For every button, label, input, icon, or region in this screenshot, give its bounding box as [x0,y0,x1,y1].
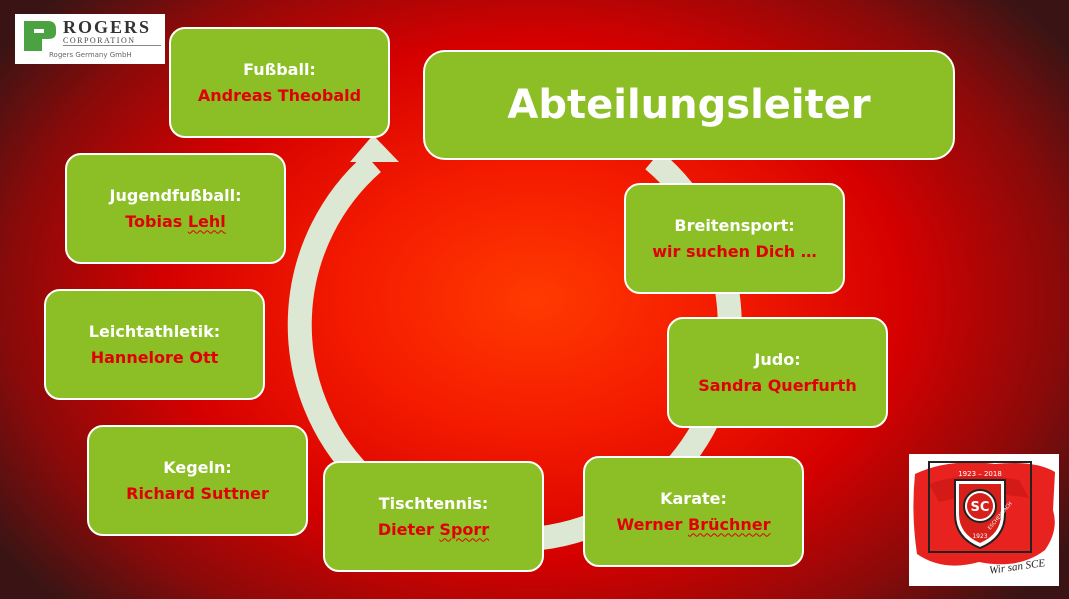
department-box-tischtennis: Tischtennis: Dieter Sporr [323,461,544,572]
department-box-jugendfussball: Jugendfußball: Tobias Lehl [65,153,286,264]
slide-title: Abteilungsleiter [507,82,871,128]
department-head: Tobias Lehl [125,211,226,233]
department-box-fussball: Fußball: Andreas Theobald [169,27,390,138]
rogers-logo-subtitle: Rogers Germany GmbH [49,51,132,59]
club-years: 1923 – 2018 [958,470,1002,478]
rogers-logo-corporation: CORPORATION [63,36,136,45]
title-box: Abteilungsleiter [423,50,955,160]
department-head: wir suchen Dich … [652,241,817,261]
department-box-kegeln: Kegeln: Richard Suttner [87,425,308,536]
department-head: Hannelore Ott [90,347,219,367]
rogers-logo: ROGERS CORPORATION Rogers Germany GmbH [15,14,165,64]
department-box-leichtathletik: Leichtathletik: Hannelore Ott [44,289,265,400]
department-head: Sandra Querfurth [698,375,857,395]
department-box-breitensport: Breitensport: wir suchen Dich … [624,183,845,294]
department-head-last: Brüchner [688,514,771,534]
department-role: Fußball: [243,59,316,79]
department-head-last: Sporr [439,519,490,539]
rogers-mark-icon [24,21,56,51]
rogers-logo-name: ROGERS [63,17,152,37]
department-head: Richard Suttner [126,483,269,503]
department-role: Jugendfußball: [109,185,242,205]
department-head-first: Dieter [377,519,434,539]
club-logo: 1923 – 2018 SC ESCHENBACH 1923 Wir san S… [909,454,1059,586]
rogers-logo-divider [63,45,161,46]
department-role: Breitensport: [674,215,795,235]
department-head-last: Lehl [187,211,226,231]
club-initials: SC [971,500,990,515]
club-year: 1923 [972,533,987,540]
department-role: Kegeln: [163,457,232,477]
department-head: Dieter Sporr [378,519,489,541]
arrow-head-icon [350,135,399,162]
department-box-judo: Judo: Sandra Querfurth [667,317,888,428]
club-crest-icon: 1923 – 2018 SC ESCHENBACH 1923 [913,461,1055,566]
department-role: Leichtathletik: [88,321,221,341]
department-box-karate: Karate: Werner Brüchner [583,456,804,567]
department-head: Andreas Theobald [197,85,362,105]
department-role: Judo: [754,349,801,369]
department-role: Karate: [660,488,727,508]
department-head: Werner Brüchner [616,514,770,536]
department-head-first: Werner [616,514,683,534]
department-head-first: Tobias [125,211,183,231]
department-role: Tischtennis: [378,493,489,513]
